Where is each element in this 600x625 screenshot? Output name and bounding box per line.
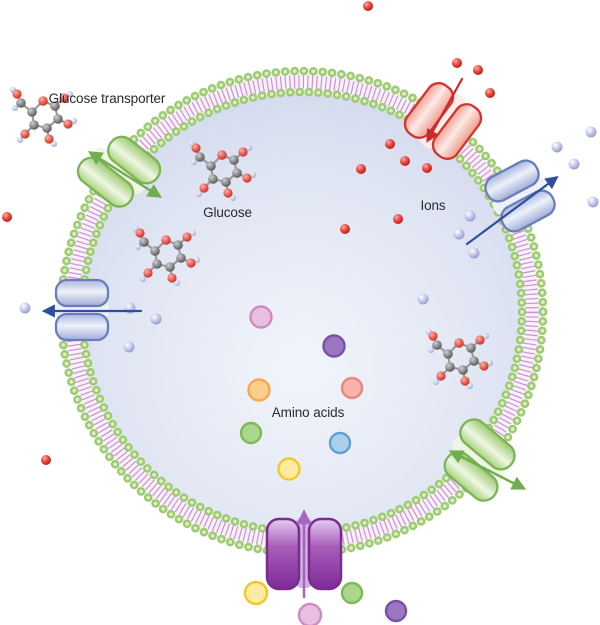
lipid-heads-outer-highlight: [59, 69, 545, 555]
red-ion-outside: [2, 212, 12, 222]
blue-ion-inside: [150, 313, 162, 325]
amino-acid-purple-inside: [322, 334, 346, 358]
amino-acid-pink-outside: [297, 602, 323, 625]
ions-layer: [2, 1, 599, 465]
red-ion-inside: [385, 139, 395, 149]
ion-inflow-arrow-top-right: [426, 77, 464, 143]
amino-acid-yellow-inside: [277, 457, 301, 481]
blue-ion-outside: [19, 302, 31, 314]
amino-acids-label: Amino acids: [271, 405, 345, 420]
red-ion-inside: [340, 224, 350, 234]
amino-acid-pink-inside: [249, 305, 273, 329]
ions-label: Ions: [420, 198, 446, 213]
blue-ion-inside: [453, 228, 465, 240]
lipid-heads-inner-highlight: [80, 90, 524, 534]
amino-acid-salmon-inside: [340, 376, 364, 400]
amino-acids-layer: [239, 305, 408, 625]
amino-acid-purple-outside: [384, 599, 408, 623]
glucose-label: Glucose: [203, 205, 252, 220]
blue-ion-outside: [551, 141, 563, 153]
ion-channel-right: [484, 159, 556, 233]
glucose-transporter-label: Glucose transporter: [48, 91, 166, 106]
ion-channel-left: [54, 278, 110, 342]
blue-ion-inside: [123, 341, 135, 353]
glucose-transport-arrow-bottom-right: [448, 450, 527, 490]
cell-interior: [76, 86, 528, 538]
amino-acid-yellow-outside: [243, 580, 269, 606]
red-ion-outside: [452, 58, 462, 68]
blue-ion-outside: [568, 158, 580, 170]
red-ion-inside: [400, 156, 410, 166]
red-ion-outside: [363, 1, 373, 11]
blue-ion-inside: [468, 247, 480, 259]
blue-ion-outside: [587, 196, 599, 208]
ion-outflow-arrow-right: [465, 176, 559, 246]
glucose-transport-arrow-top-left: [87, 151, 163, 198]
red-ion-outside: [485, 88, 495, 98]
amino-acid-blue-inside: [328, 431, 352, 455]
blue-ion-inside: [417, 293, 429, 305]
amino-acid-orange-inside: [247, 378, 271, 402]
red-ion-outside: [473, 65, 483, 75]
amino-acid-transporter-bottom: [265, 517, 343, 591]
blue-ion-inside: [464, 210, 476, 222]
red-ion-outside: [41, 455, 51, 465]
red-ion-inside: [422, 163, 432, 173]
amino-acid-green-outside: [340, 581, 364, 605]
red-ion-inside: [356, 164, 366, 174]
blue-ion-outside: [585, 126, 597, 138]
red-ion-inside: [393, 214, 403, 224]
amino-acid-green-inside: [239, 421, 263, 445]
